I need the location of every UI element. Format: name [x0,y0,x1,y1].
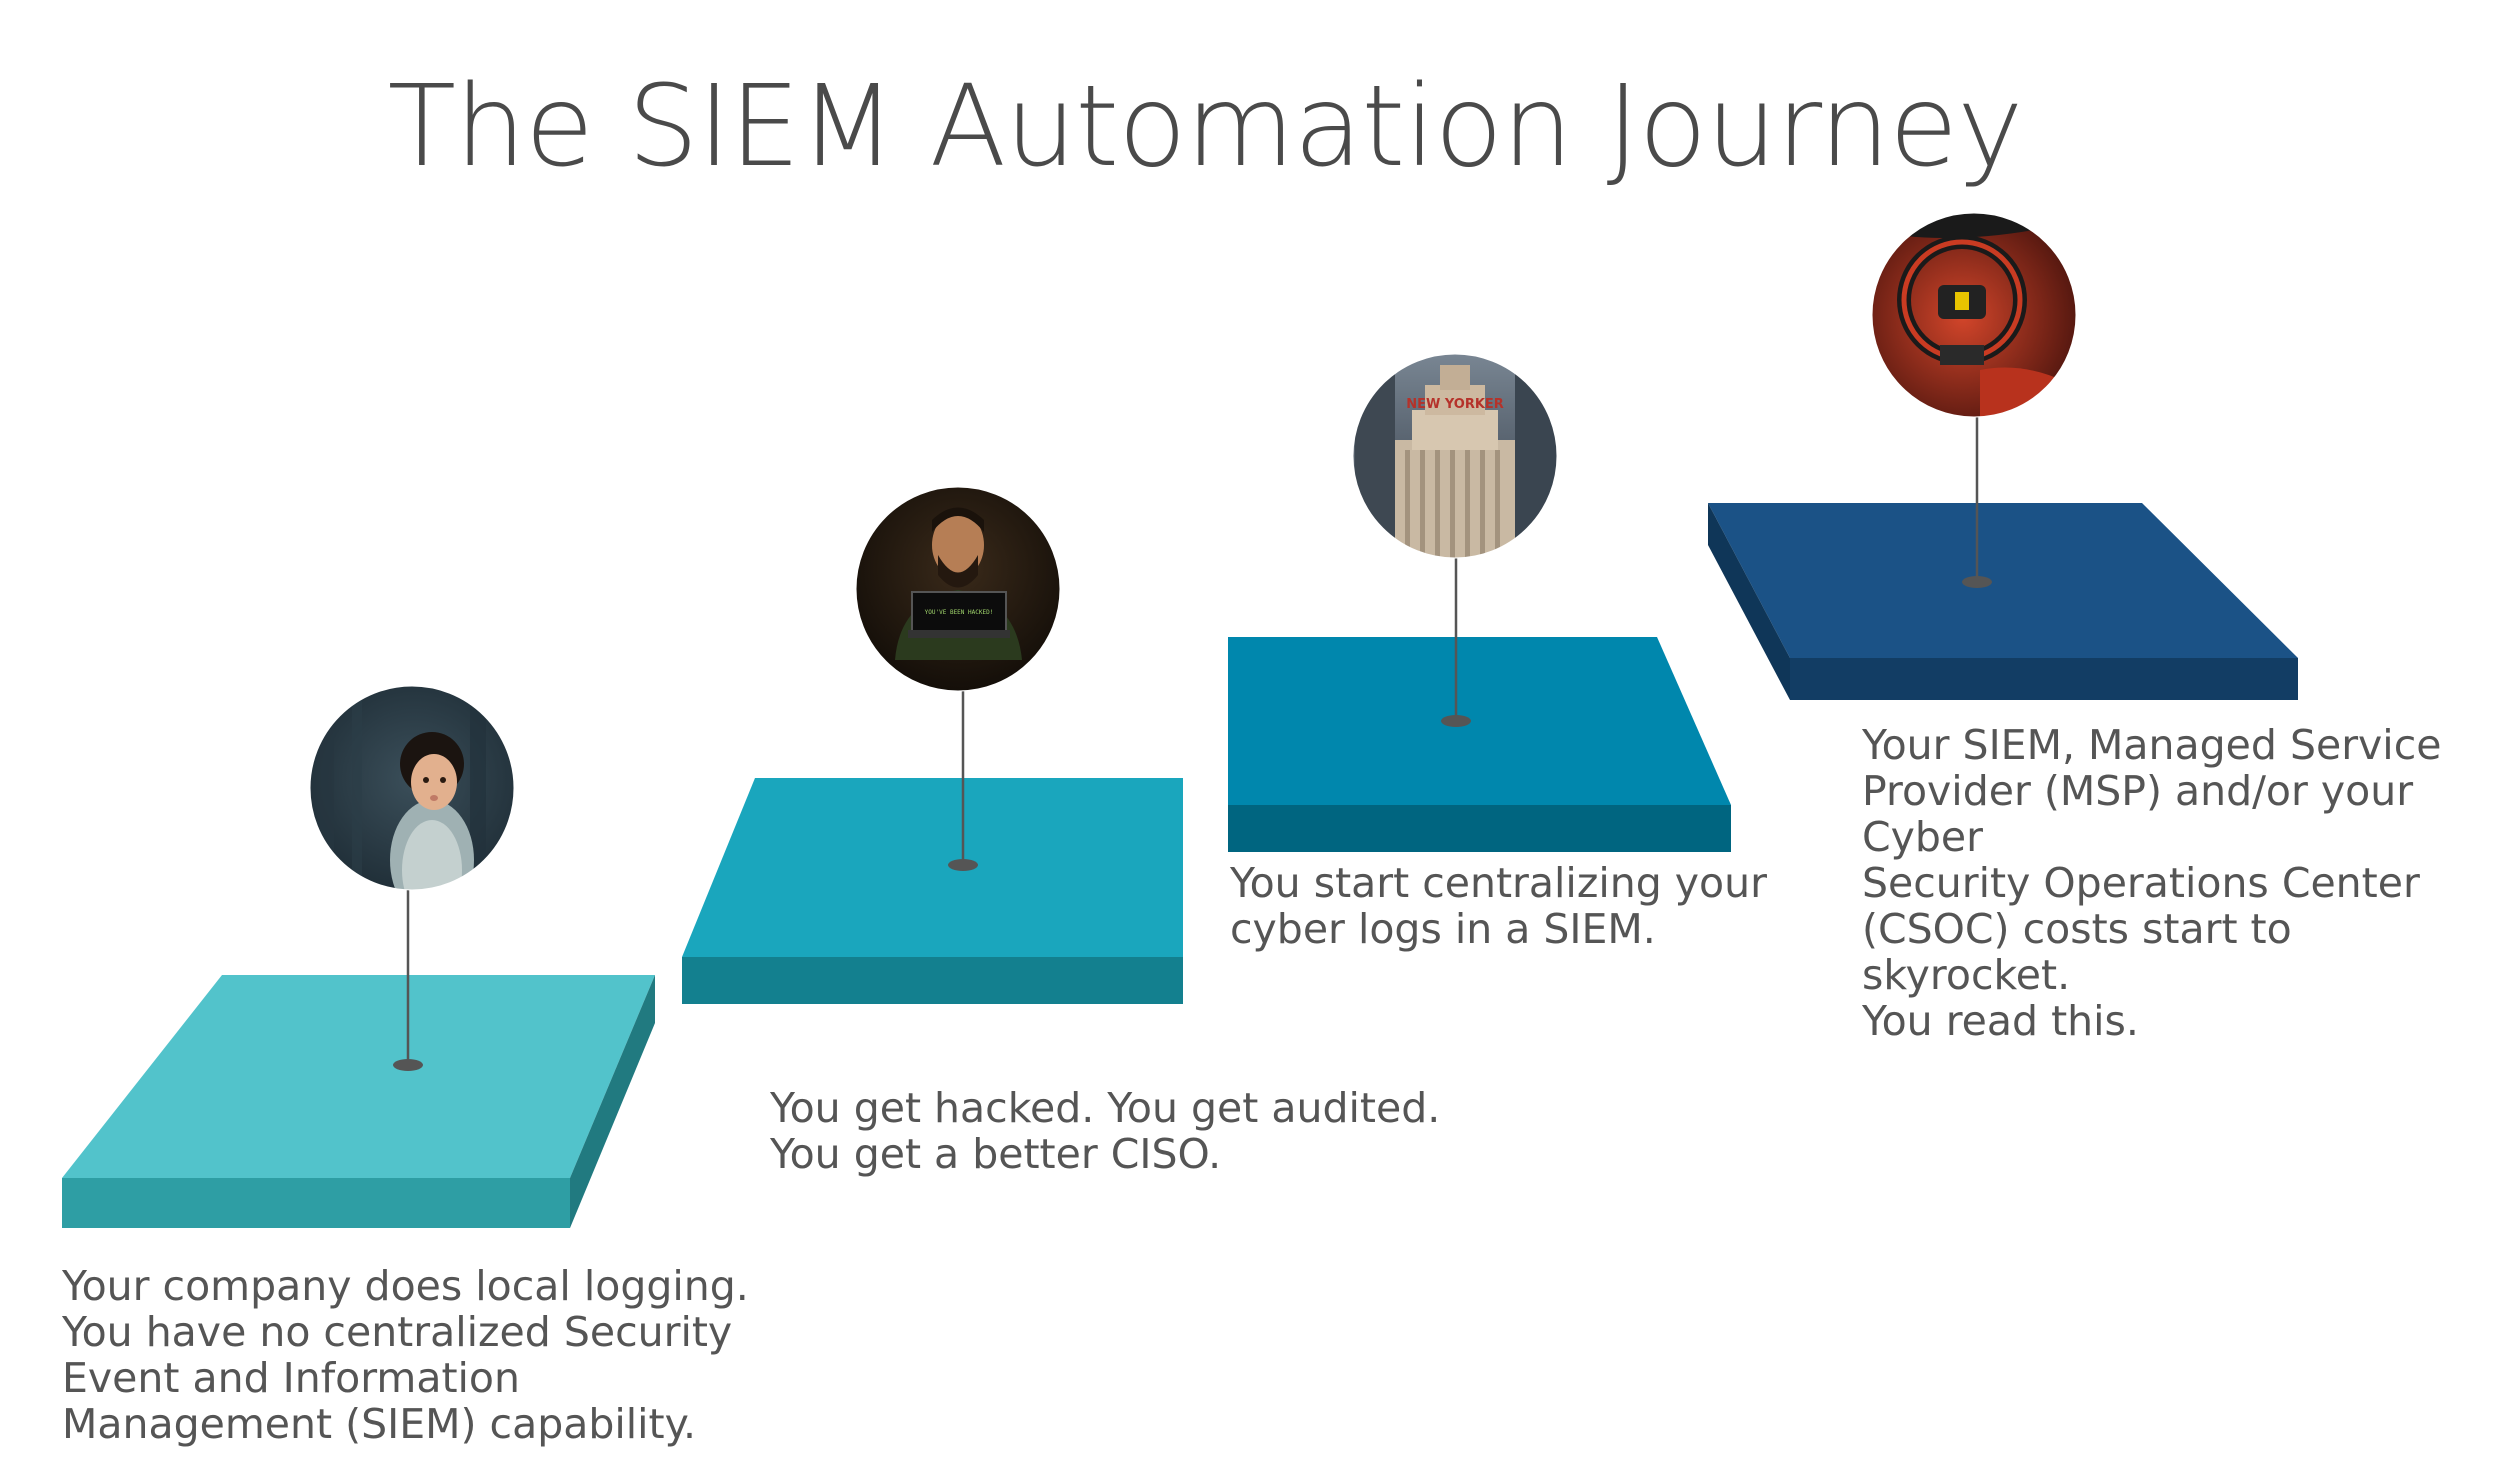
pin-1 [393,890,423,1071]
step-4-description: Your SIEM, Managed Service Provider (MSP… [1862,721,2442,1045]
child-photo-icon [309,685,515,891]
step-1-front-face [62,1178,570,1228]
step-2-top-face [682,778,1183,957]
pin-3 [1441,558,1471,727]
step-4-platform [1708,503,2298,700]
page-title: The SIEM Automation Journey [387,62,2024,192]
ferrari-steering-wheel-photo-icon [1871,212,2077,418]
step-3-description: You start centralizing your cyber logs i… [1230,859,1767,953]
step-1-side-face [570,975,655,1228]
hacker-with-laptop-photo-icon: YOU'VE BEEN HACKED! [855,486,1061,692]
step-2-description: You get hacked. You get audited. You get… [770,1084,1441,1178]
pin-4 [1962,417,1992,588]
pin-2 [948,691,978,871]
step-1-platform [62,975,655,1228]
step-2-platform [682,778,1183,1004]
step-4-front-face [1790,658,2298,700]
step-4-side-face [1708,503,1790,700]
step-3-top-face [1228,637,1731,805]
skyscraper-photo-icon: NEW YORKER [1352,353,1558,559]
step-4-top-face [1708,503,2298,658]
step-3-front-face [1228,805,1731,852]
building-sign-caption: NEW YORKER [1406,397,1504,412]
step-3-platform [1228,637,1731,852]
step-1-description: Your company does local logging. You hav… [62,1262,749,1448]
step-1-top-face [62,975,655,1178]
step-2-front-face [682,957,1183,1004]
laptop-screen-caption: YOU'VE BEEN HACKED! [925,609,994,616]
